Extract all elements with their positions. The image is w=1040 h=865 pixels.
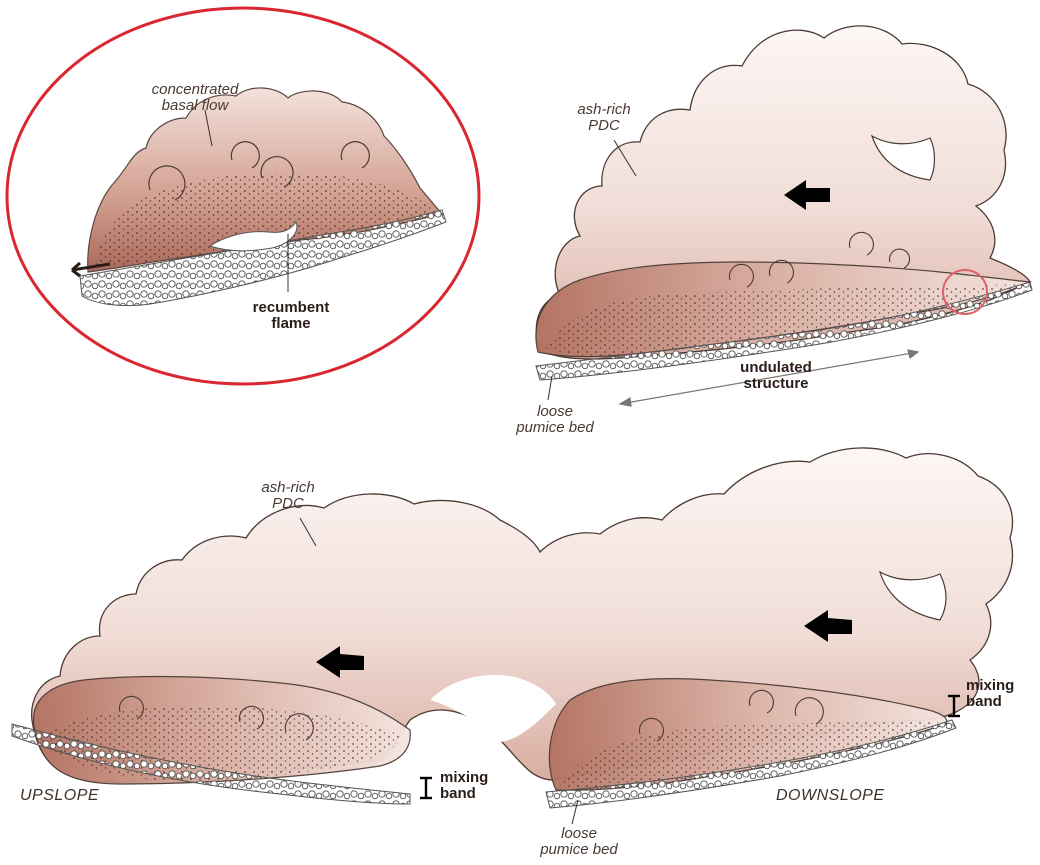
inset-label-basal-flow-line1: concentrated — [120, 82, 270, 98]
panel-bottom-label-pumice: loose pumice bed — [524, 826, 634, 858]
panel-top — [536, 26, 1032, 406]
panel-bottom-label-mixing-right: mixing band — [966, 678, 1036, 710]
panel-bottom-label-downslope: DOWNSLOPE — [776, 788, 916, 805]
panel-bottom-label-upslope: UPSLOPE — [20, 788, 140, 805]
panel-top-label-pdc-line1: ash-rich — [564, 102, 644, 118]
panel-top-label-undulated-line2: structure — [716, 376, 836, 392]
mixing-right-line1: mixing — [966, 678, 1036, 694]
panel-bottom-label-pumice-line2: pumice bed — [524, 842, 634, 858]
panel-bottom-label-pdc-line2: PDC — [248, 496, 328, 512]
panel-bottom-label-pumice-line1: loose — [524, 826, 634, 842]
inset-label-flame-line1: recumbent — [236, 300, 346, 316]
inset-label-recumbent-flame: recumbent flame — [236, 300, 346, 332]
mixing-right-line2: band — [966, 694, 1036, 710]
inset-label-basal-flow-line2: basal flow — [120, 98, 270, 114]
inset-label-basal-flow: concentrated basal flow — [120, 82, 270, 114]
panel-top-label-undulated: undulated structure — [716, 360, 836, 392]
panel-bottom — [12, 448, 1013, 824]
panel-top-label-pdc: ash-rich PDC — [564, 102, 644, 134]
mixing-left-line2: band — [440, 786, 510, 802]
panel-bottom-label-pdc-line1: ash-rich — [248, 480, 328, 496]
panel-top-label-undulated-line1: undulated — [716, 360, 836, 376]
panel-top-label-pdc-line2: PDC — [564, 118, 644, 134]
panel-top-label-pumice: loose pumice bed — [500, 404, 610, 436]
panel-bottom-label-mixing-left: mixing band — [440, 770, 510, 802]
panel-bottom-label-pdc: ash-rich PDC — [248, 480, 328, 512]
panel-top-label-pumice-line2: pumice bed — [500, 420, 610, 436]
mixing-left-line1: mixing — [440, 770, 510, 786]
inset-label-flame-line2: flame — [236, 316, 346, 332]
panel-top-label-pumice-line1: loose — [500, 404, 610, 420]
mixing-band-left-bracket — [420, 778, 432, 798]
